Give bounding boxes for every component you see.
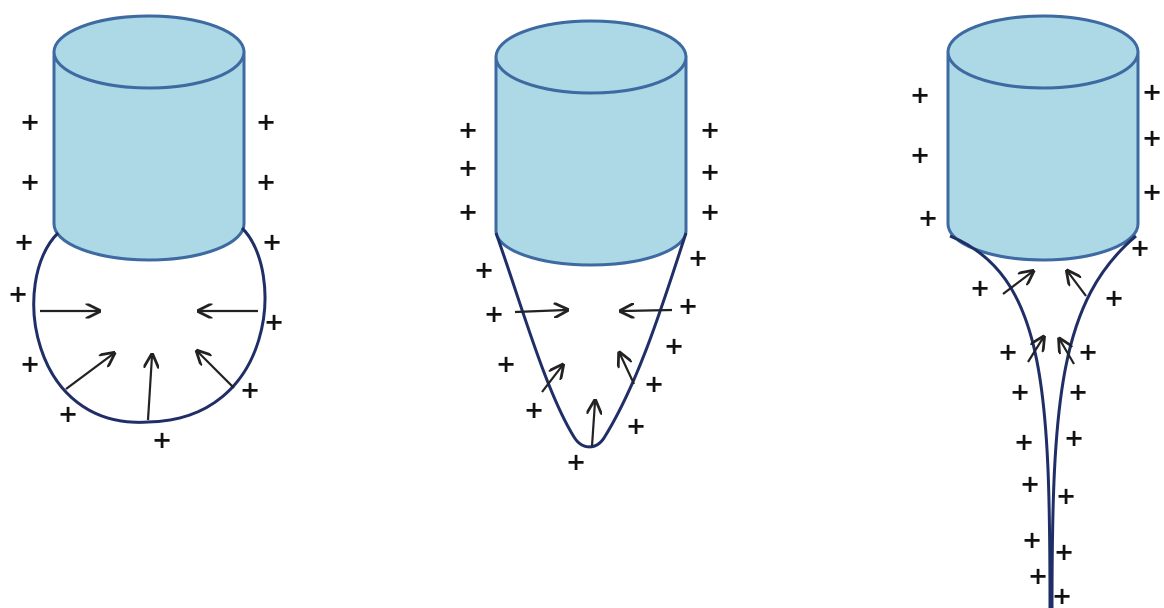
plus-sign: + bbox=[240, 376, 260, 404]
plus-sign: + bbox=[264, 308, 284, 336]
capillary-cylinder bbox=[946, 14, 1140, 262]
capillary-cylinder bbox=[52, 14, 246, 262]
arrow bbox=[148, 356, 152, 421]
arrow bbox=[592, 402, 595, 447]
plus-sign: + bbox=[14, 228, 34, 256]
plus-sign: + bbox=[626, 412, 646, 440]
plus-sign: + bbox=[918, 204, 938, 232]
arrow bbox=[620, 354, 635, 385]
plus-sign: + bbox=[1010, 378, 1030, 406]
plus-sign: + bbox=[524, 396, 544, 424]
plus-sign: + bbox=[1142, 124, 1162, 152]
panel-conical-drop: + + + + + + + + + + + + + + + + bbox=[458, 19, 720, 476]
arrow bbox=[1027, 338, 1043, 363]
plus-sign: + bbox=[688, 244, 708, 272]
plus-sign: + bbox=[970, 274, 990, 302]
plus-sign: + bbox=[1056, 482, 1076, 510]
plus-sign: + bbox=[910, 81, 930, 109]
arrow bbox=[198, 352, 235, 389]
plus-sign: + bbox=[474, 256, 494, 284]
charges: + + + + + + + + + + + + + + + + + + + + … bbox=[910, 78, 1162, 608]
arrow bbox=[622, 310, 673, 311]
plus-sign: + bbox=[496, 350, 516, 378]
plus-sign: + bbox=[1020, 470, 1040, 498]
plus-sign: + bbox=[1078, 338, 1098, 366]
plus-sign: + bbox=[1014, 428, 1034, 456]
plus-sign: + bbox=[20, 350, 40, 378]
arrow bbox=[1060, 340, 1075, 365]
plus-sign: + bbox=[998, 338, 1018, 366]
meniscus-outline bbox=[32, 226, 267, 424]
plus-sign: + bbox=[700, 158, 720, 186]
panel-hemispherical-drop: + + + + + + + + + + + + bbox=[8, 14, 284, 454]
plus-sign: + bbox=[1104, 284, 1124, 312]
field-arrows bbox=[514, 310, 673, 447]
plus-sign: + bbox=[458, 154, 478, 182]
field-arrows bbox=[40, 311, 258, 421]
capillary-cylinder bbox=[494, 19, 688, 267]
plus-sign: + bbox=[152, 426, 172, 454]
plus-sign: + bbox=[262, 228, 282, 256]
plus-sign: + bbox=[566, 448, 586, 476]
plus-sign: + bbox=[1022, 526, 1042, 554]
field-arrows bbox=[1002, 272, 1087, 365]
plus-sign: + bbox=[1142, 178, 1162, 206]
plus-sign: + bbox=[458, 198, 478, 226]
meniscus-outline bbox=[949, 234, 1052, 608]
plus-sign: + bbox=[644, 370, 664, 398]
charges: + + + + + + + + + + + + + + + + bbox=[458, 116, 720, 476]
plus-sign: + bbox=[1064, 424, 1084, 452]
arrow bbox=[514, 310, 566, 312]
plus-sign: + bbox=[58, 400, 78, 428]
plus-sign: + bbox=[20, 168, 40, 196]
plus-sign: + bbox=[664, 332, 684, 360]
plus-sign: + bbox=[700, 116, 720, 144]
meniscus-outline bbox=[494, 232, 688, 449]
plus-sign: + bbox=[1142, 78, 1162, 106]
panel-jetting-cone: + + + + + + + + + + + + + + + + + + + + … bbox=[910, 14, 1162, 608]
plus-sign: + bbox=[1052, 582, 1072, 608]
plus-sign: + bbox=[256, 108, 276, 136]
plus-sign: + bbox=[256, 168, 276, 196]
plus-sign: + bbox=[1068, 378, 1088, 406]
plus-sign: + bbox=[910, 141, 930, 169]
plus-sign: + bbox=[8, 280, 28, 308]
arrow bbox=[65, 354, 113, 390]
plus-sign: + bbox=[678, 292, 698, 320]
arrow bbox=[541, 366, 562, 393]
plus-sign: + bbox=[1028, 562, 1048, 590]
arrow bbox=[1068, 272, 1087, 297]
plus-sign: + bbox=[484, 300, 504, 328]
plus-sign: + bbox=[20, 108, 40, 136]
meniscus-outline bbox=[1050, 234, 1137, 608]
plus-sign: + bbox=[700, 198, 720, 226]
arrow bbox=[1002, 272, 1032, 295]
plus-sign: + bbox=[1054, 538, 1074, 566]
plus-sign: + bbox=[1130, 234, 1150, 262]
charges: + + + + + + + + + + + + bbox=[8, 108, 284, 454]
plus-sign: + bbox=[458, 116, 478, 144]
